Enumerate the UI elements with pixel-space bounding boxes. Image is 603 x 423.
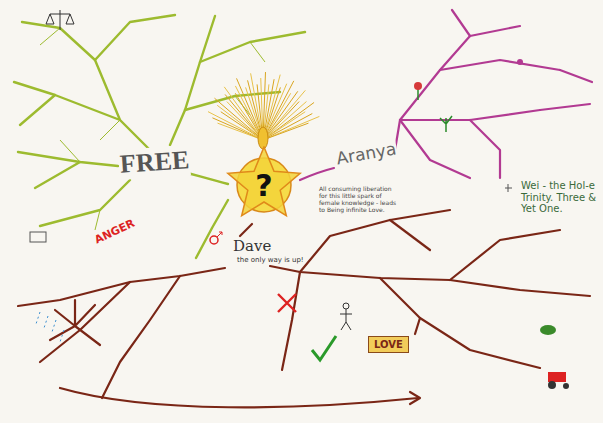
branch bbox=[400, 110, 540, 120]
cross-symbol bbox=[278, 294, 296, 312]
dave-branches bbox=[18, 210, 590, 407]
node-text: LOVE bbox=[374, 339, 403, 350]
branch bbox=[440, 60, 560, 70]
branch bbox=[415, 318, 420, 334]
branch bbox=[282, 272, 300, 370]
tree-ray bbox=[263, 81, 294, 140]
building-icon bbox=[30, 232, 46, 242]
branch bbox=[18, 152, 118, 166]
branch bbox=[35, 162, 80, 188]
branch-title: Aranya bbox=[334, 139, 399, 169]
branch-title: FREE bbox=[118, 145, 191, 180]
branch bbox=[300, 168, 334, 180]
branch bbox=[240, 224, 252, 236]
flower-icon bbox=[517, 59, 523, 65]
rain bbox=[36, 312, 64, 342]
note: Wei - the Hol-e Trinity. Three & Yet One… bbox=[520, 180, 600, 215]
branch bbox=[395, 36, 470, 150]
branch bbox=[22, 22, 150, 150]
tree-ray bbox=[263, 101, 306, 140]
note: All consuming liberation for this little… bbox=[318, 186, 398, 214]
branch bbox=[300, 210, 450, 272]
centre-star: ? bbox=[225, 146, 303, 224]
free-twigs bbox=[40, 28, 265, 230]
twig bbox=[40, 28, 265, 230]
branch bbox=[470, 120, 500, 178]
tree-figure bbox=[258, 127, 268, 149]
branch bbox=[270, 266, 590, 296]
stick-figure bbox=[340, 309, 352, 330]
branch bbox=[400, 120, 470, 178]
branch bbox=[40, 180, 130, 226]
branch bbox=[95, 15, 175, 60]
tractor-wheel bbox=[563, 383, 569, 389]
arrow-head bbox=[410, 392, 420, 404]
tree-ray bbox=[263, 102, 299, 140]
plant-icon bbox=[440, 116, 452, 132]
tree-ray bbox=[263, 123, 308, 140]
tree-ray bbox=[217, 105, 263, 140]
tree-drawing bbox=[208, 72, 319, 149]
branch bbox=[390, 220, 430, 250]
branch bbox=[540, 70, 592, 110]
rain-symbol bbox=[36, 312, 64, 342]
tree-ray bbox=[263, 102, 314, 140]
stick-figure bbox=[343, 303, 349, 309]
branch bbox=[200, 16, 215, 62]
melon-icon bbox=[540, 325, 556, 335]
branch-title: Dave bbox=[232, 238, 272, 255]
branch bbox=[40, 282, 130, 362]
branch-word: ANGER bbox=[92, 217, 138, 247]
branch bbox=[196, 200, 228, 258]
branch bbox=[102, 276, 180, 398]
tree-ray bbox=[263, 112, 305, 140]
tractor-wheel bbox=[548, 381, 556, 389]
free-branches bbox=[14, 15, 305, 258]
star-shape bbox=[228, 147, 300, 216]
love-box: LOVE bbox=[368, 336, 409, 353]
branch bbox=[14, 82, 120, 120]
mars-symbol bbox=[217, 232, 222, 237]
flower-icon bbox=[414, 82, 422, 90]
check-symbol bbox=[312, 336, 336, 360]
tractor-icon bbox=[548, 372, 566, 382]
branch bbox=[20, 95, 55, 125]
tree-ray bbox=[263, 114, 312, 140]
aranya-branches bbox=[300, 10, 592, 180]
motto: the only way is up! bbox=[236, 256, 305, 264]
branch bbox=[18, 268, 225, 306]
branch bbox=[452, 10, 520, 36]
branch bbox=[450, 230, 560, 280]
hub-spokes bbox=[50, 300, 100, 345]
tree-ray bbox=[263, 116, 319, 140]
branch bbox=[380, 278, 540, 368]
mars-symbol bbox=[210, 236, 218, 244]
branch bbox=[60, 388, 418, 407]
star-doodle bbox=[505, 184, 512, 192]
scales-icon bbox=[46, 10, 74, 30]
node-text: ? bbox=[255, 169, 272, 202]
icons bbox=[30, 10, 569, 389]
